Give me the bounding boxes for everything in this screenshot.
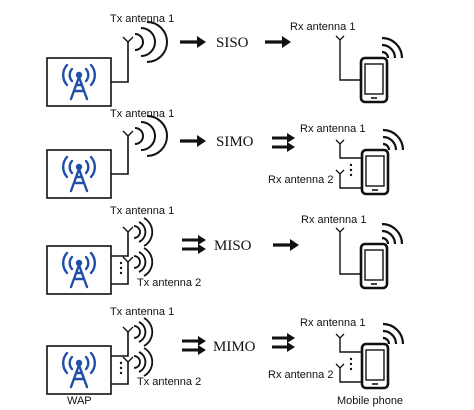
- arrow-left-head: [197, 135, 206, 147]
- double-arrow-left: [182, 339, 200, 352]
- double-arrow: [272, 136, 289, 149]
- tx-antenna-mast-1: [111, 332, 129, 357]
- double-arrow-head: [198, 235, 206, 254]
- antenna-icon: [122, 130, 134, 137]
- tx-antenna-1-label: Tx antenna 1: [110, 108, 174, 120]
- signal-waves-icon: [133, 217, 154, 247]
- mode-label-miso: MISO: [214, 238, 252, 254]
- row-siso: Tx antenna 1 SISO Rx antenna 1: [46, 13, 404, 107]
- smartphone-icon: [359, 56, 389, 104]
- tx-antenna-mast-1: [111, 232, 129, 257]
- double-arrow-right-head: [287, 333, 295, 352]
- tx-antenna-mast-2: [111, 362, 129, 385]
- smartphone-icon: [359, 242, 389, 290]
- double-arrow-left-head: [198, 336, 206, 355]
- arrow-right-head: [282, 36, 291, 48]
- antenna-icon: [335, 35, 345, 41]
- signal-waves-icon: [134, 21, 168, 63]
- wap-box: [46, 245, 112, 295]
- antenna-icon: [335, 169, 345, 175]
- row-mimo: Tx antenna 1 Tx antenna 2 M: [46, 306, 405, 395]
- double-arrow: [182, 238, 200, 251]
- tx-antenna-2-label: Tx antenna 2: [137, 376, 201, 388]
- wap-box: [46, 345, 112, 395]
- row-simo: Tx antenna 1 SIMO Rx antenna 1 Rx antenn…: [46, 108, 405, 199]
- rx-antenna-2-label: Rx antenna 2: [268, 174, 333, 186]
- antenna-icon: [335, 139, 345, 145]
- signal-waves-icon: [382, 128, 405, 151]
- wap-box: [46, 149, 112, 199]
- tx-antenna-mast-2: [111, 262, 129, 285]
- antenna-icon: [335, 227, 345, 233]
- rx-antenna-mast-2: [339, 368, 362, 383]
- rx-antenna-1-label: Rx antenna 1: [300, 317, 365, 329]
- ellipsis-dots: [349, 163, 353, 177]
- signal-waves-icon: [133, 347, 154, 377]
- antenna-icon: [122, 36, 134, 43]
- double-arrow-head: [287, 133, 295, 152]
- rx-antenna-1-label: Rx antenna 1: [290, 21, 355, 33]
- smartphone-icon: [360, 148, 390, 196]
- antenna-icon: [122, 326, 134, 333]
- arrow-left-head: [197, 36, 206, 48]
- rx-antenna-mast-1: [339, 144, 362, 159]
- wap-label: WAP: [67, 395, 92, 407]
- antenna-icon: [122, 226, 134, 233]
- tx-antenna-mast: [111, 136, 129, 175]
- rx-antenna-mast-2: [339, 174, 362, 189]
- rx-antenna-1-label: Rx antenna 1: [301, 214, 366, 226]
- rx-antenna-mast: [339, 40, 361, 81]
- tx-antenna-mast: [111, 42, 129, 83]
- ellipsis-dots: [119, 361, 123, 375]
- mobile-phone-label: Mobile phone: [337, 395, 403, 407]
- wap-box: [46, 57, 112, 107]
- rx-antenna-mast-1: [339, 338, 362, 353]
- tx-antenna-2-label: Tx antenna 2: [137, 277, 201, 289]
- mode-label-simo: SIMO: [216, 134, 254, 150]
- double-arrow-right: [272, 336, 289, 349]
- signal-waves-icon: [133, 317, 154, 347]
- antenna-icon: [335, 333, 345, 339]
- row-miso: Tx antenna 1 Tx antenna 2 M: [46, 205, 404, 295]
- mode-label-mimo: MIMO: [213, 339, 256, 355]
- signal-waves-icon: [381, 36, 404, 59]
- rx-antenna-1-label: Rx antenna 1: [300, 123, 365, 135]
- smartphone-icon: [360, 342, 390, 390]
- signal-waves-icon: [133, 247, 154, 277]
- signal-waves-icon: [381, 222, 404, 245]
- antenna-icon: [122, 356, 134, 363]
- mode-label-siso: SISO: [216, 35, 249, 51]
- signal-waves-icon: [382, 322, 405, 345]
- antenna-icon: [122, 256, 134, 263]
- arrow-right-head: [290, 239, 299, 251]
- rx-antenna-mast: [339, 232, 361, 275]
- antenna-icon: [335, 363, 345, 369]
- ellipsis-dots: [119, 261, 123, 275]
- signal-waves-icon: [134, 115, 168, 157]
- rx-antenna-2-label: Rx antenna 2: [268, 369, 333, 381]
- tx-antenna-1-label: Tx antenna 1: [110, 205, 174, 217]
- ellipsis-dots: [349, 357, 353, 371]
- tx-antenna-1-label: Tx antenna 1: [110, 13, 174, 25]
- tx-antenna-1-label: Tx antenna 1: [110, 306, 174, 318]
